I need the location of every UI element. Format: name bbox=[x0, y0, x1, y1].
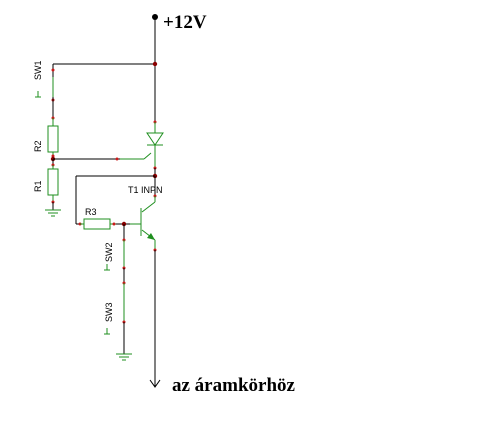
sw2-switch: SW2 bbox=[104, 240, 125, 271]
t1-transistor: T1 INPN bbox=[128, 185, 163, 241]
sw1-label: SW1 bbox=[33, 60, 43, 80]
sw3-branch: SW3 bbox=[104, 281, 132, 361]
diode-symbol bbox=[146, 120, 164, 170]
down-arrow-icon bbox=[149, 379, 161, 388]
sw2-label: SW2 bbox=[104, 242, 114, 262]
sw3-label: SW3 bbox=[104, 302, 114, 322]
output-line: az áramkörhöz bbox=[149, 240, 296, 396]
sw2-branch: SW2 bbox=[104, 224, 126, 283]
sw1-switch: SW1 bbox=[33, 60, 54, 98]
ground-icon-2 bbox=[116, 353, 132, 361]
r3-resistor: R3 bbox=[76, 207, 130, 230]
supply-label: +12V bbox=[163, 12, 207, 33]
divider-node bbox=[50, 152, 152, 162]
t1-label: T1 INPN bbox=[128, 185, 163, 195]
ground-icon bbox=[45, 209, 61, 217]
supply-rail: +12V bbox=[152, 12, 207, 122]
sw3-switch: SW3 bbox=[104, 283, 125, 335]
output-label: az áramkörhöz bbox=[172, 375, 296, 396]
r2-resistor: R2 bbox=[33, 116, 59, 159]
r1-label: R1 bbox=[33, 180, 43, 192]
r1-resistor: R1 bbox=[33, 159, 61, 217]
r2-label: R2 bbox=[33, 140, 43, 152]
sw1-branch: SW1 bbox=[33, 60, 158, 118]
diode-output-node bbox=[75, 168, 158, 224]
r3-label: R3 bbox=[85, 207, 97, 217]
